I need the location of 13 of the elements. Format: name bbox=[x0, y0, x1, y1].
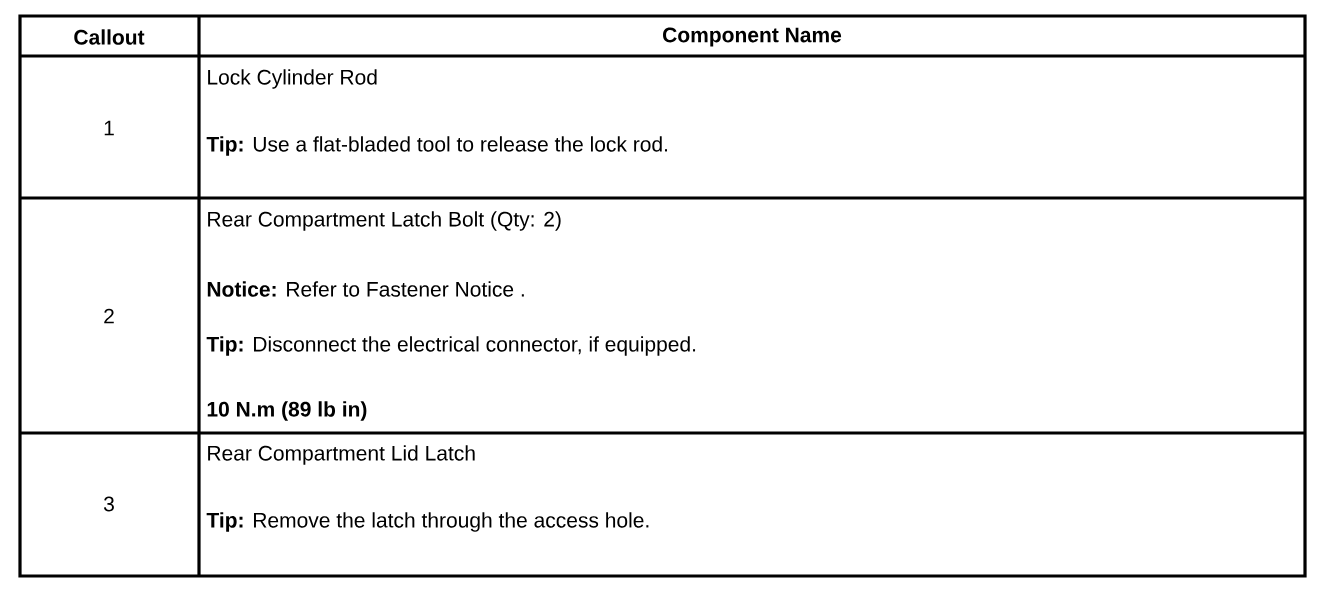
column-header: Component Name bbox=[663, 27, 842, 47]
torque-spec: 10 N.m (89 lb in) bbox=[207, 401, 367, 421]
tip-note: Tip: Use a flat-bladed tool to release the lock rod. bbox=[206, 136, 668, 156]
part-name: Lock Cylinder Rod bbox=[208, 69, 377, 89]
callout-number: 1 bbox=[104, 120, 114, 136]
part-name: Rear Compartment Lid Latch bbox=[208, 445, 475, 465]
tip-note: Tip: Disconnect the electrical connector, if equipped. bbox=[206, 336, 696, 356]
column-header: Callout bbox=[74, 29, 145, 45]
tip-note: Tip: Remove the latch through the access hole. bbox=[206, 512, 649, 532]
callout-number: 3 bbox=[103, 496, 114, 512]
notice-note: Notice: Refer to Fastener Notice . bbox=[207, 281, 524, 297]
callout-number: 2 bbox=[104, 308, 114, 324]
part-name: Rear Compartment Latch Bolt (Qty: 2) bbox=[208, 211, 561, 231]
